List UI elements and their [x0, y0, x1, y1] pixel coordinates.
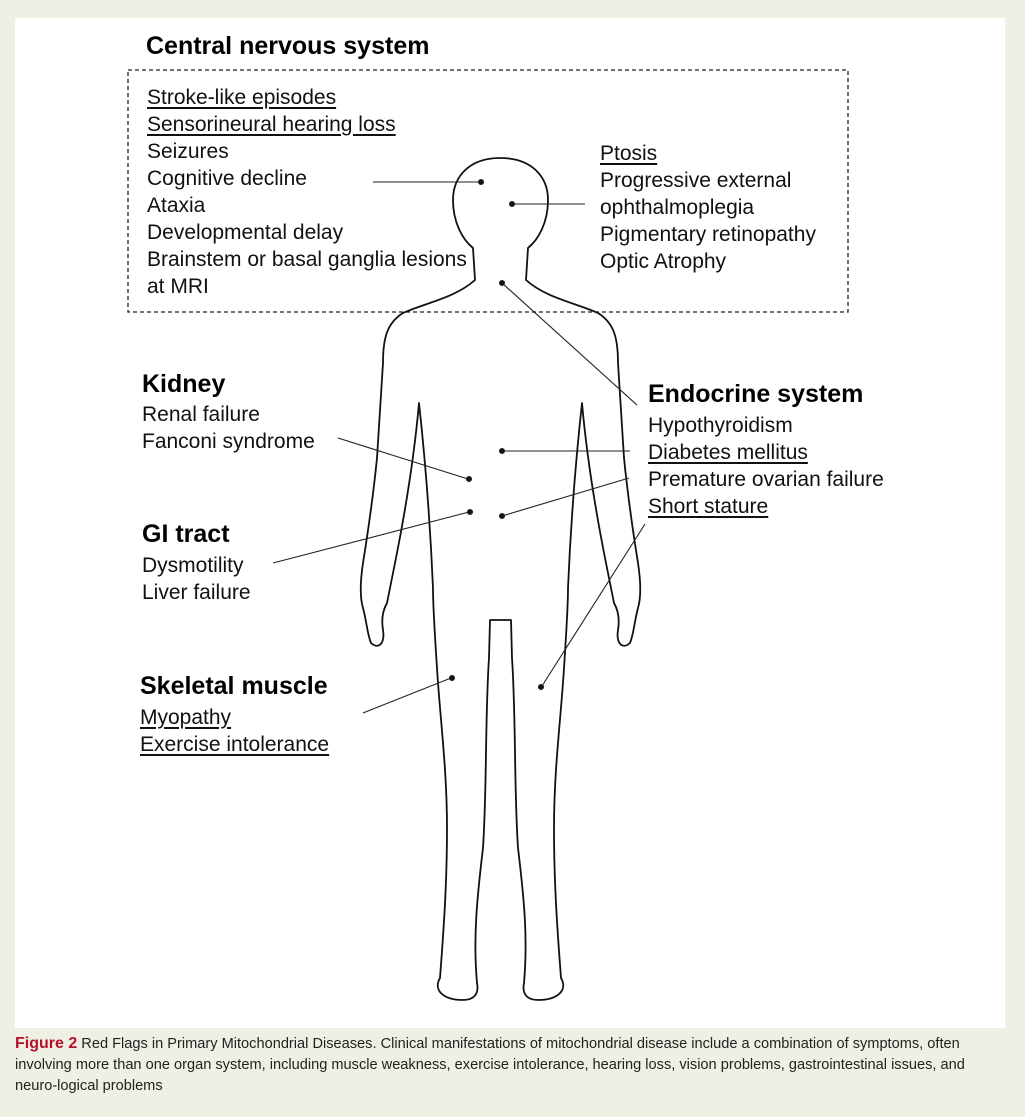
dot-ovary — [498, 512, 506, 520]
figure-panel: Central nervous system Stroke-like episo… — [15, 18, 1005, 1028]
eye-item-retinopathy: Pigmentary retinopathy — [600, 223, 816, 246]
cns-item-brainstem: Brainstem or basal ganglia lesions — [147, 248, 467, 271]
muscle-item-exercise: Exercise intolerance — [140, 733, 330, 756]
gi-item-liver: Liver failure — [142, 581, 251, 604]
endocrine-item-ovarian: Premature ovarian failure — [648, 468, 884, 491]
endocrine-item-hypothyroidism: Hypothyroidism — [648, 414, 793, 437]
gi-title: GI tract — [142, 520, 230, 548]
leader-stature — [541, 523, 646, 687]
dot-leg — [537, 683, 545, 691]
kidney-item-fanconi: Fanconi syndrome — [142, 430, 315, 453]
cns-dashed-box — [127, 69, 849, 313]
caption-text: Red Flags in Primary Mitochondrial Disea… — [15, 1036, 965, 1094]
leader-thyroid — [501, 282, 638, 406]
dot-thyroid — [498, 279, 506, 287]
cns-item-developmental: Developmental delay — [147, 221, 344, 244]
leader-gi — [272, 511, 470, 564]
dot-thigh — [448, 674, 456, 682]
muscle-title: Skeletal muscle — [140, 672, 328, 700]
kidney-item-renal: Renal failure — [142, 403, 260, 426]
figure-caption: Figure 2 Red Flags in Primary Mitochondr… — [15, 1033, 1010, 1097]
dot-eye — [508, 200, 516, 208]
cns-title: Central nervous system — [146, 32, 430, 60]
eye-item-ptosis: Ptosis — [600, 142, 658, 165]
body-diagram — [127, 69, 849, 1001]
endocrine-title: Endocrine system — [648, 380, 864, 408]
cns-item-seizures: Seizures — [147, 140, 229, 163]
dot-gi — [466, 508, 474, 516]
cns-item-hearing: Sensorineural hearing loss — [147, 113, 396, 136]
cns-item-ataxia: Ataxia — [147, 194, 206, 217]
leader-muscle — [362, 677, 452, 714]
endocrine-item-diabetes: Diabetes mellitus — [648, 441, 808, 464]
eye-item-progressive: Progressive external — [600, 169, 792, 192]
eye-item-optic: Optic Atrophy — [600, 250, 727, 273]
gi-item-dysmotility: Dysmotility — [142, 554, 244, 577]
dot-kidney — [465, 475, 473, 483]
leader-ovary — [501, 477, 630, 517]
cns-item-stroke: Stroke-like episodes — [147, 86, 337, 109]
leader-kidney — [337, 437, 469, 480]
caption-label: Figure 2 — [15, 1035, 78, 1052]
body-outline — [359, 157, 642, 1001]
dot-brain — [477, 178, 485, 186]
cns-item-cognitive: Cognitive decline — [147, 167, 307, 190]
kidney-title: Kidney — [142, 370, 226, 398]
cns-item-mri: at MRI — [147, 275, 209, 298]
eye-item-ophthalmoplegia: ophthalmoplegia — [600, 196, 755, 219]
endocrine-item-stature: Short stature — [648, 495, 769, 518]
muscle-item-myopathy: Myopathy — [140, 706, 232, 729]
dot-pancreas — [498, 447, 506, 455]
